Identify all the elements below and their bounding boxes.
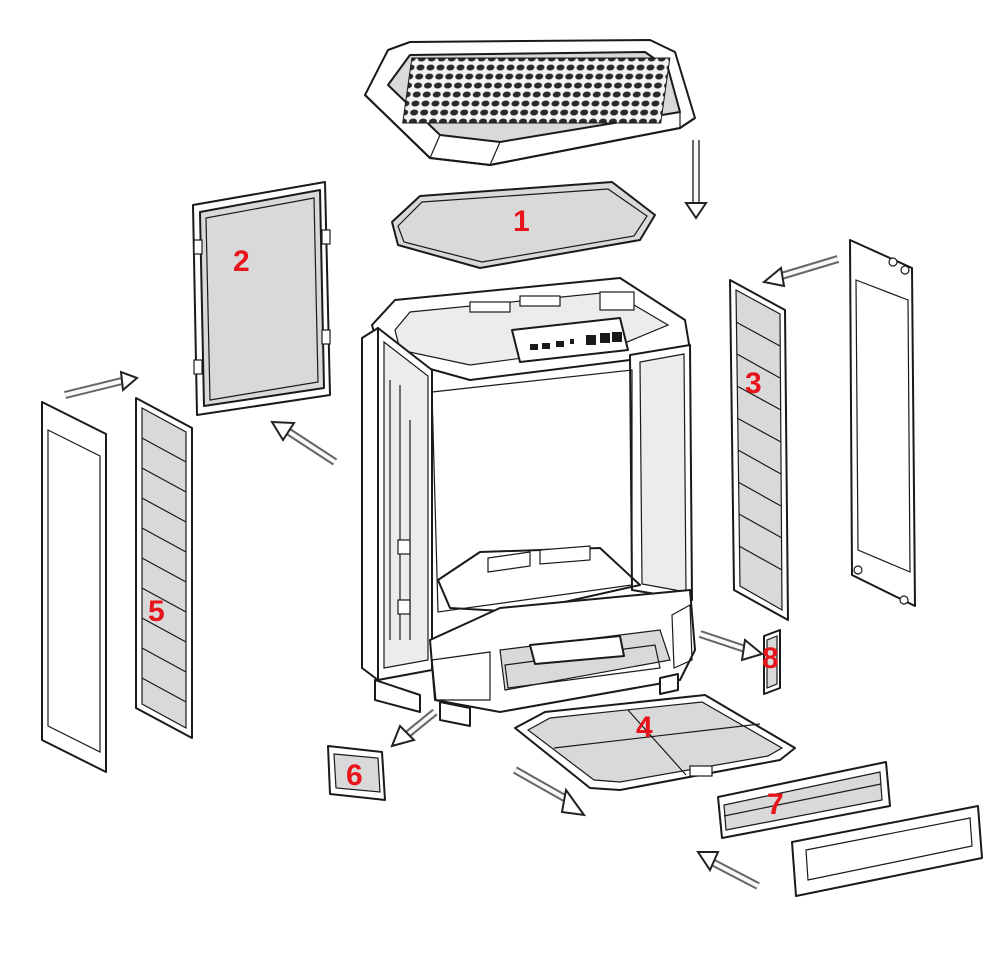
arrow-filter-8 [698,630,765,662]
callout-2: 2 [233,245,250,278]
arrow-filter-3 [761,255,840,288]
callout-5: 5 [148,595,165,628]
callout-8: 8 [762,642,779,675]
bottom-mesh-grille [791,805,983,897]
filter-1-top [391,181,656,269]
filter-6-small [327,745,386,801]
filter-2-side [192,181,331,416]
arrow-filter-6 [390,708,438,748]
filter-7-strip [717,761,891,839]
callout-7: 7 [767,788,784,821]
callout-1: 1 [513,205,530,238]
top-cover [364,39,696,166]
left-mesh-panel [41,401,107,773]
arrow-filter-2 [270,420,338,466]
filter-8-small [763,629,781,695]
arrow-filter-5 [64,370,139,399]
arrow-top [684,140,708,220]
arrow-grille [696,851,760,890]
callout-4: 4 [636,711,653,744]
right-mesh-panel [849,239,916,607]
filter-5-side [135,397,193,739]
callout-3: 3 [745,367,762,400]
filter-3-side [729,279,789,621]
arrow-bottom-out [513,766,587,817]
case-chassis [361,277,696,727]
filter-4-bottom [514,694,796,791]
callout-6: 6 [346,759,363,792]
